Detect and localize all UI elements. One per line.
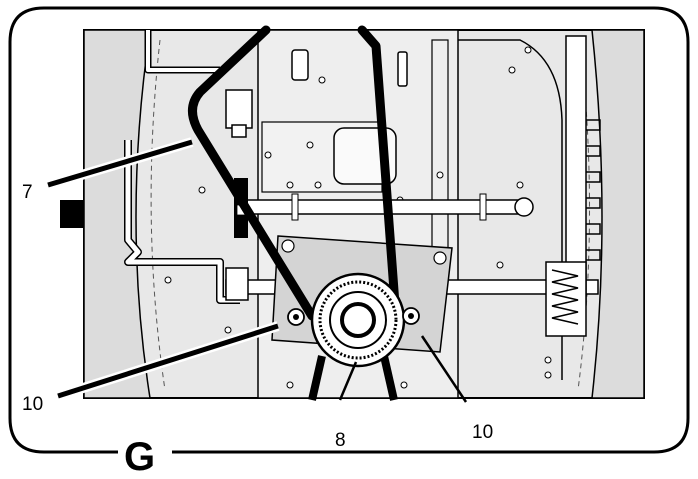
lower-rod bbox=[125, 140, 240, 303]
top-slot-left bbox=[291, 49, 309, 81]
plate-bolt-right-center bbox=[408, 313, 414, 319]
belt-lower-right bbox=[380, 355, 398, 401]
shaft-collar-right bbox=[479, 193, 487, 221]
figure-letter: G bbox=[124, 435, 155, 479]
callout-10-left-label: 10 bbox=[22, 394, 43, 415]
upper-bracket-tab bbox=[231, 124, 247, 138]
callout-8-label: 8 bbox=[335, 430, 346, 451]
adjuster-rack bbox=[565, 35, 587, 301]
callout-7-label: 7 bbox=[22, 182, 33, 203]
belt-left-run bbox=[188, 25, 317, 321]
upper-bracket bbox=[225, 89, 253, 129]
plate-bolt-top-right bbox=[433, 251, 447, 265]
left-contour bbox=[150, 39, 166, 391]
leader-lines bbox=[46, 137, 468, 403]
callout-10-right-label: 10 bbox=[472, 422, 493, 443]
left-mount bbox=[60, 200, 84, 228]
upper-rod bbox=[146, 30, 220, 72]
shaft-clamp-left bbox=[225, 267, 249, 301]
belt-lower-left bbox=[308, 355, 326, 401]
drawing-area bbox=[60, 25, 645, 401]
right-skirt bbox=[591, 29, 645, 399]
shaft-end-cap bbox=[514, 197, 534, 217]
belt-right-run bbox=[357, 25, 401, 323]
top-slot-right bbox=[397, 51, 408, 87]
tension-spring bbox=[551, 269, 579, 325]
shaft-collar-left bbox=[291, 193, 299, 221]
idler-pulley bbox=[310, 272, 406, 368]
plate-bolt-top-left bbox=[281, 239, 295, 253]
right-panel-edge bbox=[458, 39, 563, 380]
left-skirt bbox=[83, 29, 151, 399]
plate-bolt-left-center bbox=[293, 314, 299, 320]
rack-notches bbox=[586, 119, 601, 261]
figure-frame bbox=[8, 6, 690, 454]
